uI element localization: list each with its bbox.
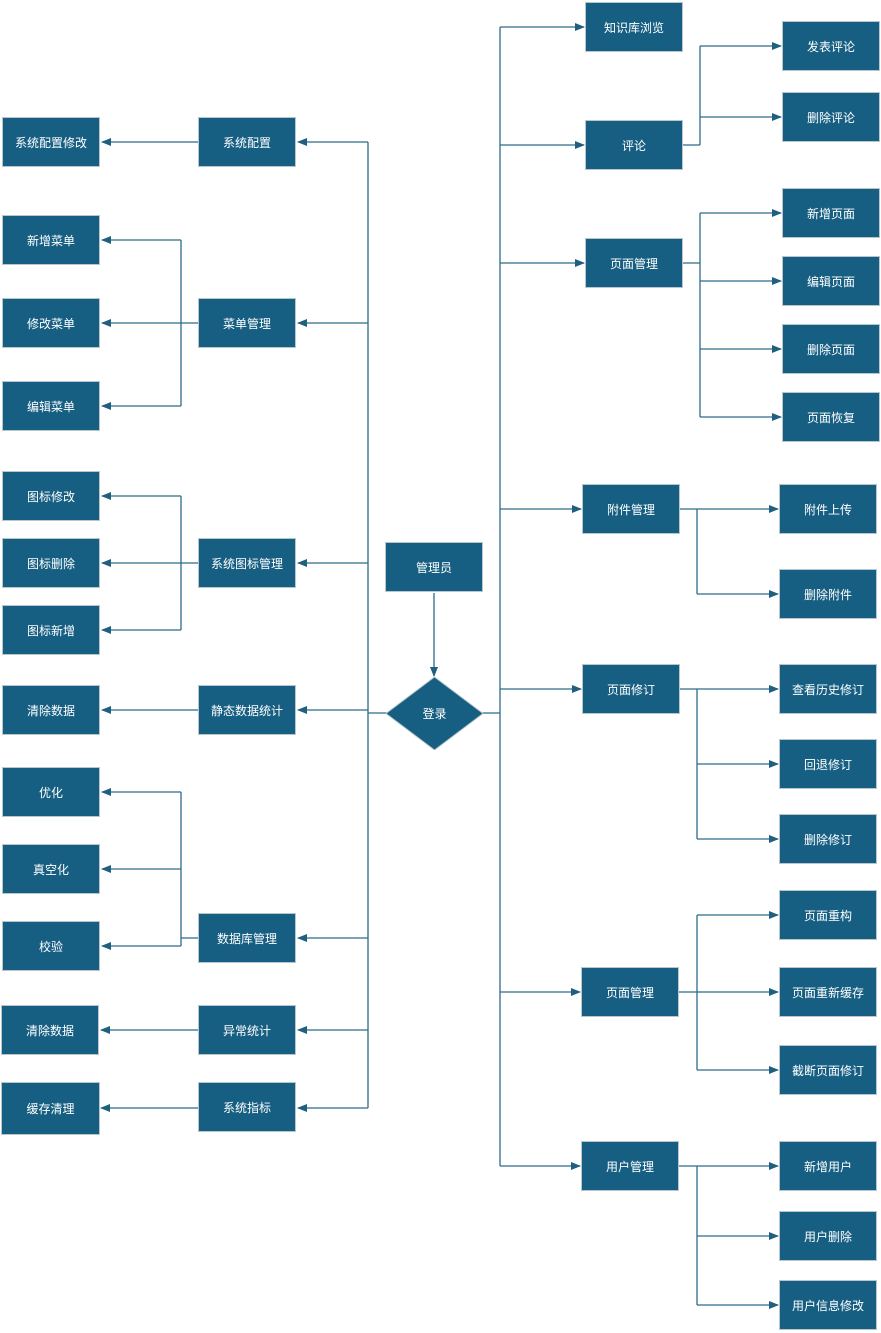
db-optimize-node[interactable]: 优化 <box>2 767 100 817</box>
clear-data-node[interactable]: 清除数据 <box>2 685 100 735</box>
user-add-node[interactable]: 新增用户 <box>779 1141 877 1191</box>
static-stats-node[interactable]: 静态数据统计 <box>198 685 296 735</box>
comments-node[interactable]: 评论 <box>585 120 683 170</box>
revert-revision-node[interactable]: 回退修订 <box>779 739 877 789</box>
page-mgmt-node[interactable]: 页面管理 <box>585 238 683 288</box>
exception-clear-data-node[interactable]: 清除数据 <box>1 1005 99 1055</box>
attachments-node[interactable]: 附件管理 <box>582 484 680 534</box>
page-mgmt-2-node[interactable]: 页面管理 <box>581 967 679 1017</box>
system-metrics-node[interactable]: 系统指标 <box>198 1082 296 1132</box>
actor-admin-node[interactable]: 管理员 <box>385 542 483 592</box>
user-mgmt-node[interactable]: 用户管理 <box>581 1141 679 1191</box>
exception-stats-node[interactable]: 异常统计 <box>198 1005 296 1055</box>
revisions-node[interactable]: 页面修订 <box>582 664 680 714</box>
cache-clear-node[interactable]: 缓存清理 <box>1 1082 100 1135</box>
page-rebuild-node[interactable]: 页面重构 <box>779 890 877 940</box>
attachment-delete-node[interactable]: 删除附件 <box>779 569 877 619</box>
icon-add-node[interactable]: 图标新增 <box>2 605 100 655</box>
db-mgmt-node[interactable]: 数据库管理 <box>198 913 296 963</box>
page-delete-node[interactable]: 删除页面 <box>782 324 880 374</box>
page-restore-node[interactable]: 页面恢复 <box>782 392 880 442</box>
user-info-edit-node[interactable]: 用户信息修改 <box>779 1280 877 1330</box>
system-config-node[interactable]: 系统配置 <box>198 117 296 167</box>
icon-delete-node[interactable]: 图标删除 <box>2 538 100 588</box>
delete-comment-node[interactable]: 删除评论 <box>782 92 880 142</box>
icon-modify-node[interactable]: 图标修改 <box>2 471 100 521</box>
icon-mgmt-node[interactable]: 系统图标管理 <box>198 538 296 588</box>
user-delete-node[interactable]: 用户删除 <box>779 1211 877 1261</box>
menu-mgmt-node[interactable]: 菜单管理 <box>198 298 296 348</box>
post-comment-node[interactable]: 发表评论 <box>782 21 880 71</box>
menu-modify-node[interactable]: 修改菜单 <box>2 298 100 348</box>
system-config-edit-node[interactable]: 系统配置修改 <box>2 117 100 167</box>
diamond-shape <box>386 677 483 750</box>
page-recache-node[interactable]: 页面重新缓存 <box>779 967 877 1017</box>
db-verify-node[interactable]: 校验 <box>2 921 100 971</box>
page-edit-node[interactable]: 编辑页面 <box>782 256 880 306</box>
db-vacuum-node[interactable]: 真空化 <box>2 844 100 894</box>
kb-browse-node[interactable]: 知识库浏览 <box>585 2 683 52</box>
view-history-node[interactable]: 查看历史修订 <box>779 664 877 714</box>
attachment-upload-node[interactable]: 附件上传 <box>779 484 877 534</box>
login-decision-node[interactable]: 登录 <box>386 677 483 750</box>
login-label: 登录 <box>422 707 447 721</box>
delete-revision-node[interactable]: 删除修订 <box>779 814 877 864</box>
menu-add-node[interactable]: 新增菜单 <box>2 215 100 265</box>
page-add-node[interactable]: 新增页面 <box>782 188 880 238</box>
truncate-revisions-node[interactable]: 截断页面修订 <box>779 1045 877 1095</box>
menu-edit-node[interactable]: 编辑菜单 <box>2 381 100 431</box>
